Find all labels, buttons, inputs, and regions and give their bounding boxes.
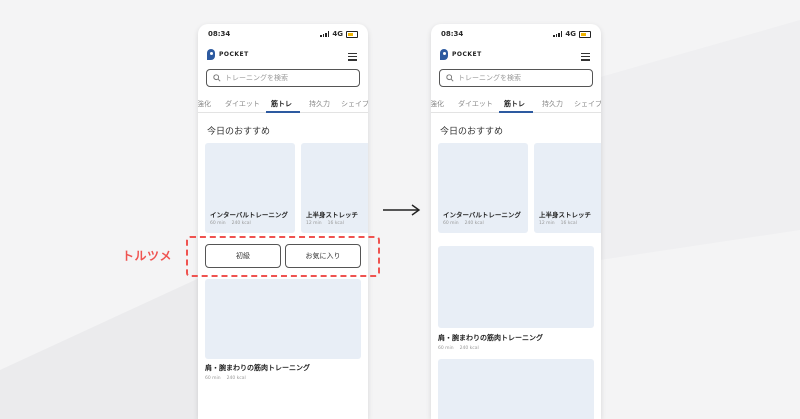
status-indicators: 4G: [553, 30, 591, 38]
tab-endurance[interactable]: 持久力: [542, 100, 563, 108]
tab-muscle-training[interactable]: 筋トレ: [504, 100, 525, 108]
logo[interactable]: POCKET: [207, 49, 249, 60]
card-meta: 12 min 16 kcal: [306, 221, 344, 226]
app-header: POCKET: [431, 46, 601, 68]
card-meta: 60 min 240 kcal: [443, 221, 484, 226]
tab-muscle-training[interactable]: 筋トレ: [271, 100, 292, 108]
tab-endurance[interactable]: 持久力: [309, 100, 330, 108]
status-indicators: 4G: [320, 30, 358, 38]
tab-diet[interactable]: ダイエット: [458, 100, 493, 108]
tab-diet[interactable]: ダイエット: [225, 100, 260, 108]
card-meta: 60 min 240 kcal: [210, 221, 251, 226]
menu-icon[interactable]: [581, 53, 590, 63]
status-bar: 08:34 4G: [431, 24, 601, 44]
card-title: インターバルトレーニング: [210, 211, 288, 219]
status-time: 08:34: [441, 30, 464, 38]
network-label: 4G: [565, 30, 576, 38]
status-bar: 08:34 4G: [198, 24, 368, 44]
category-tabs: 強化 ダイエット 筋トレ 持久力 シェイプ: [431, 96, 601, 113]
card-title: 上半身ストレッチ: [539, 211, 591, 219]
phone-after: 08:34 4G POCKET トレーニングを検索 強化 ダイエット 筋トレ 持…: [431, 24, 601, 419]
active-tab-indicator: [266, 111, 300, 113]
featured-card-meta: 60 min 240 kcal: [438, 346, 479, 351]
card-duration: 12 min: [539, 221, 555, 226]
phone-before: 08:34 4G POCKET トレーニングを検索 強化 ダイエット 筋トレ 持…: [198, 24, 368, 419]
logo-icon: [207, 49, 215, 60]
right-arrow-icon: [383, 204, 421, 216]
featured-card-title: 肩・腕まわりの筋肉トレーニング: [438, 334, 543, 342]
card-duration: 12 min: [306, 221, 322, 226]
battery-icon: [579, 30, 591, 38]
featured-card-image[interactable]: [438, 246, 594, 328]
featured-card-meta: 60 min 240 kcal: [205, 376, 246, 381]
card-calories: 16 kcal: [327, 221, 344, 226]
signal-icon: [553, 31, 563, 37]
card-calories: 240 kcal: [464, 221, 484, 226]
app-header: POCKET: [198, 46, 368, 68]
logo-icon: [440, 49, 448, 60]
chip-beginner[interactable]: 初級: [205, 244, 281, 268]
card-title: 上半身ストレッチ: [306, 211, 358, 219]
logo-text: POCKET: [452, 51, 482, 58]
search-icon: [213, 74, 221, 82]
card-calories: 240 kcal: [459, 346, 479, 351]
active-tab-indicator: [499, 111, 533, 113]
category-tabs: 強化 ダイエット 筋トレ 持久力 シェイプ: [198, 96, 368, 113]
featured-card-title: 肩・腕まわりの筋肉トレーニング: [205, 364, 310, 372]
card-title: インターバルトレーニング: [443, 211, 521, 219]
menu-icon[interactable]: [348, 53, 357, 63]
battery-icon: [346, 30, 358, 38]
logo-text: POCKET: [219, 51, 249, 58]
card-calories: 240 kcal: [231, 221, 251, 226]
logo[interactable]: POCKET: [440, 49, 482, 60]
next-card-image[interactable]: [438, 359, 594, 419]
card-duration: 60 min: [210, 221, 226, 226]
card-duration: 60 min: [443, 221, 459, 226]
network-label: 4G: [332, 30, 343, 38]
card-meta: 12 min 16 kcal: [539, 221, 577, 226]
tab-shape[interactable]: シェイプ: [574, 100, 601, 108]
search-input[interactable]: トレーニングを検索: [439, 69, 593, 87]
search-input[interactable]: トレーニングを検索: [206, 69, 360, 87]
signal-icon: [320, 31, 330, 37]
tab-shape[interactable]: シェイプ: [341, 100, 368, 108]
card-duration: 60 min: [438, 346, 454, 351]
removal-highlight: [186, 236, 380, 277]
card-calories: 240 kcal: [226, 376, 246, 381]
search-placeholder: トレーニングを検索: [225, 74, 288, 82]
chip-favorites[interactable]: お気に入り: [285, 244, 361, 268]
section-title: 今日のおすすめ: [207, 127, 271, 137]
card-duration: 60 min: [205, 376, 221, 381]
card-calories: 16 kcal: [560, 221, 577, 226]
tab-strength[interactable]: 強化: [431, 100, 444, 108]
annotation-label: トルツメ: [122, 249, 173, 263]
section-title: 今日のおすすめ: [440, 127, 504, 137]
search-placeholder: トレーニングを検索: [458, 74, 521, 82]
card-image[interactable]: [438, 143, 528, 233]
status-time: 08:34: [208, 30, 231, 38]
card-image[interactable]: [205, 143, 295, 233]
search-icon: [446, 74, 454, 82]
card-image[interactable]: [534, 143, 601, 233]
card-image[interactable]: [301, 143, 368, 233]
tab-strength[interactable]: 強化: [198, 100, 211, 108]
featured-card-image[interactable]: [205, 279, 361, 359]
